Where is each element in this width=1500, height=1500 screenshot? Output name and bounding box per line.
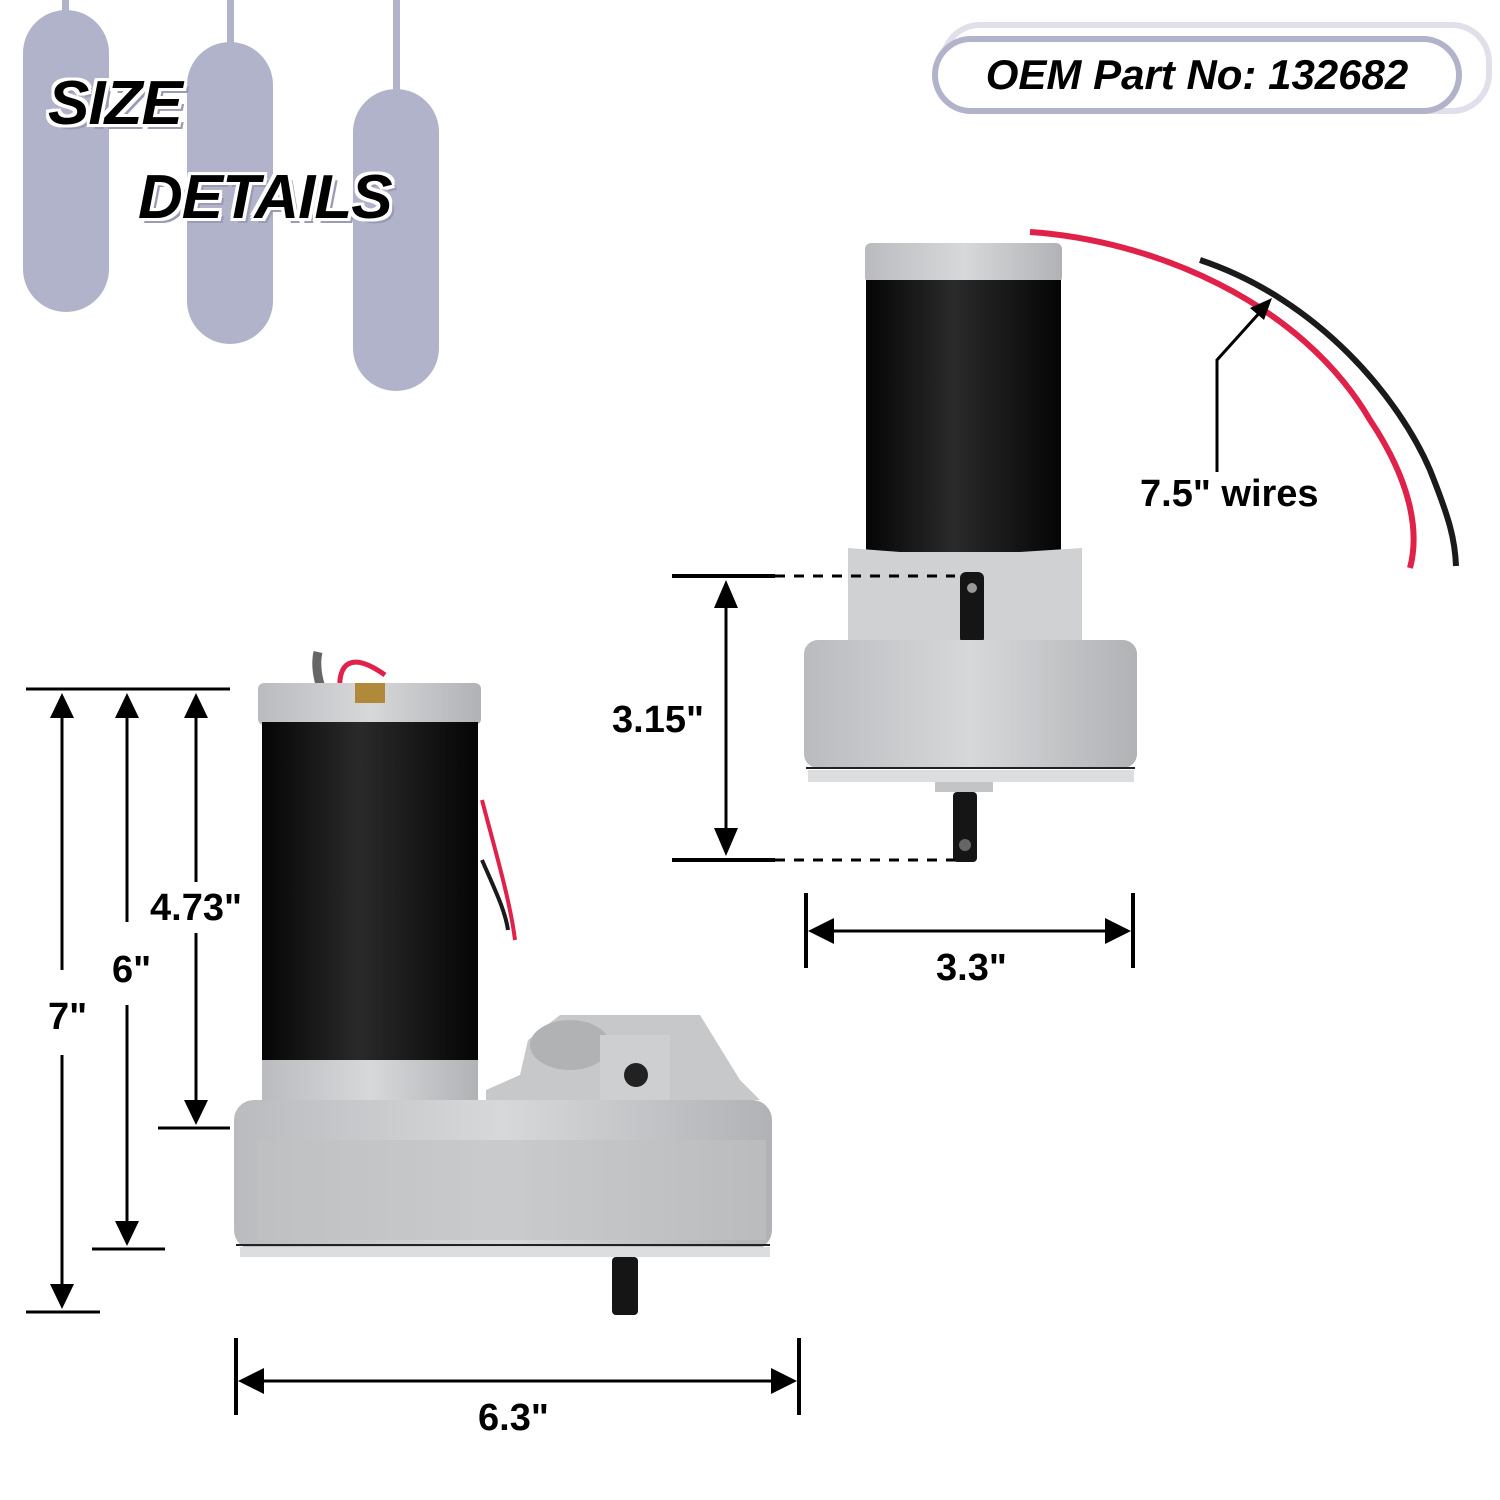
- decor-pill-1: [23, 10, 109, 312]
- decor-pill-3: [353, 89, 439, 391]
- pill-string-3: [393, 0, 400, 92]
- wire-length-callout: 7.5" wires: [1140, 472, 1319, 516]
- dim-height-6-label: 6": [112, 948, 152, 992]
- front-view-motor: [804, 229, 1459, 862]
- dim-front-width-label: 3.3": [936, 946, 1007, 990]
- dim-motor-height-label: 4.73": [150, 886, 242, 930]
- part-number-text: OEM Part No: 132682: [985, 51, 1409, 98]
- part-number-badge: OEM Part No: 132682: [932, 36, 1462, 114]
- dim-side-width-label: 6.3": [478, 1396, 549, 1440]
- pill-string-2: [227, 0, 234, 45]
- decor-pill-2: [187, 42, 273, 344]
- dim-height-7-label: 7": [48, 995, 88, 1039]
- title-details: DETAILS: [138, 163, 393, 232]
- title-size: SIZE: [48, 69, 183, 138]
- side-view-motor: [234, 650, 772, 1315]
- dim-front-height-label: 3.15": [612, 698, 704, 742]
